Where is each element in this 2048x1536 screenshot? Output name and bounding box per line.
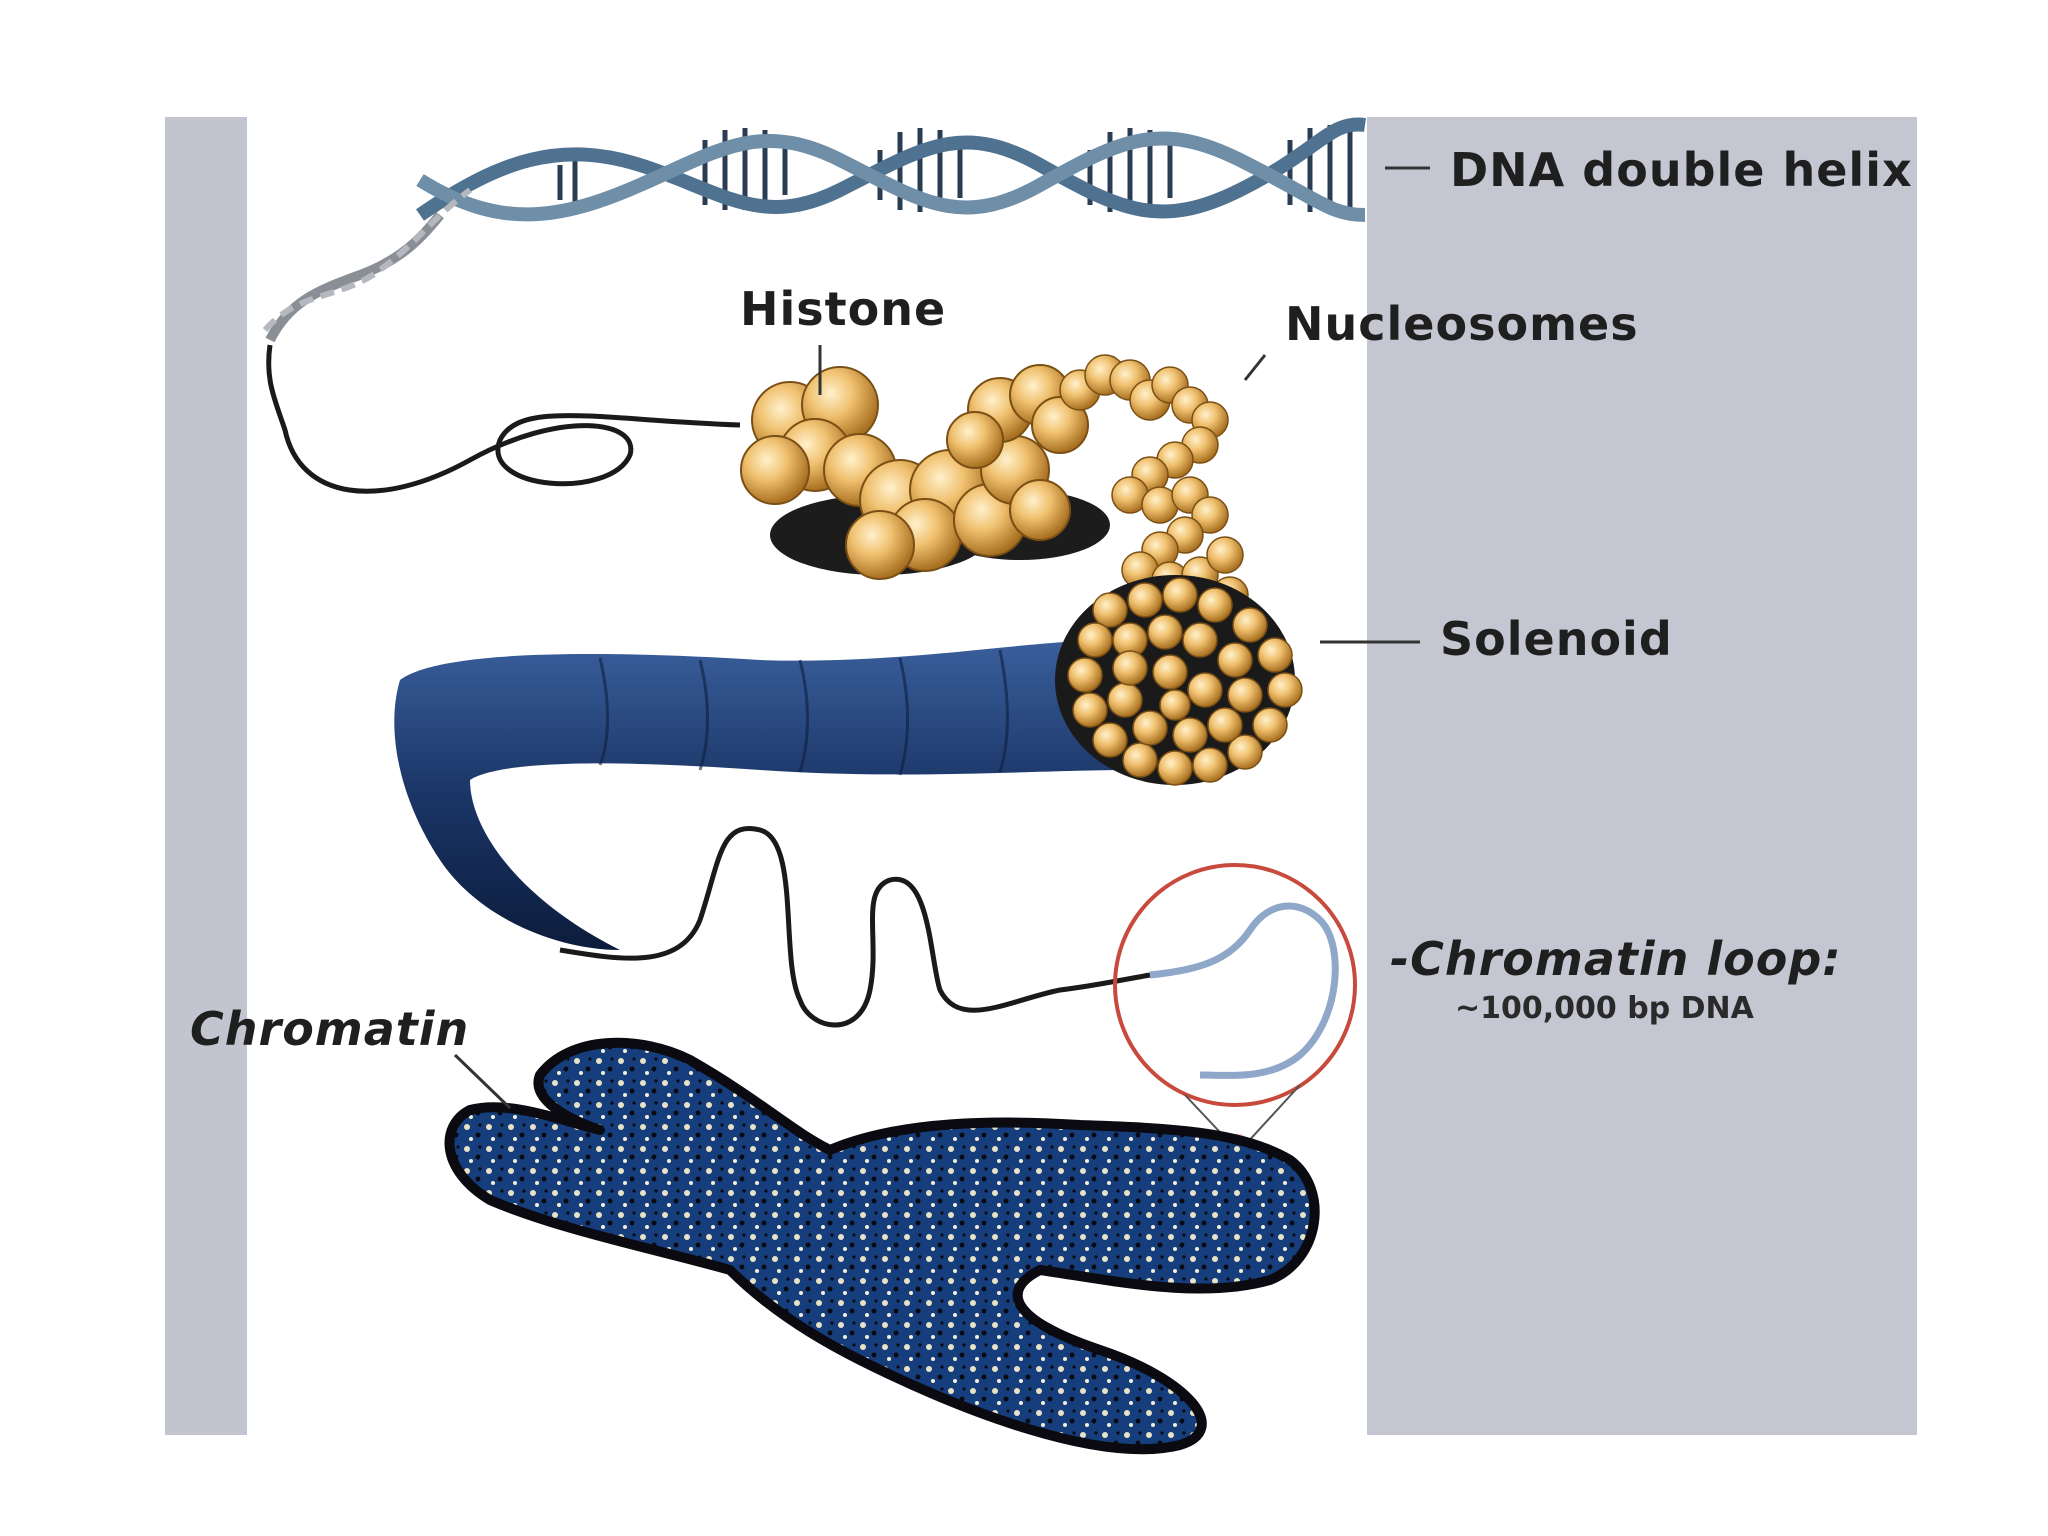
left-gray-strip xyxy=(165,117,247,1435)
label-chromatin-loop-detail: ~100,000 bp DNA xyxy=(1455,991,1755,1026)
label-histone: Histone xyxy=(740,282,946,336)
label-chromatin-loop: -Chromatin loop: xyxy=(1390,932,1842,986)
label-nucleosomes: Nucleosomes xyxy=(1285,297,1639,351)
label-solenoid: Solenoid xyxy=(1440,612,1673,666)
label-chromatin: Chromatin xyxy=(190,1002,469,1056)
label-dna-double-helix: DNA double helix xyxy=(1450,143,1913,197)
